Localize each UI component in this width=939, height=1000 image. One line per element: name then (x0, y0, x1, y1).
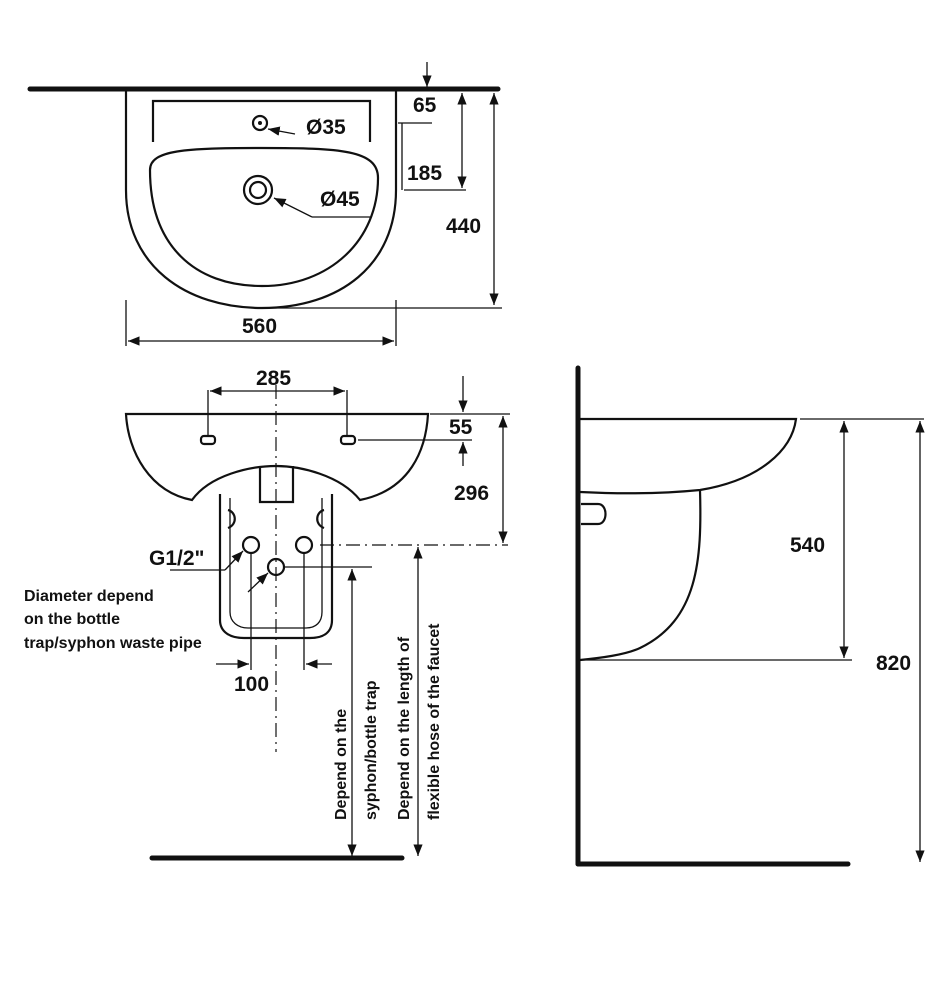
overflow-slot-right (339, 434, 357, 446)
front-view: 285 55 296 G1/2" Diameter depend on the … (24, 367, 510, 861)
dim-440-label: 440 (446, 215, 481, 238)
hose-note-line2: flexible hose of the faucet (426, 623, 443, 820)
trap-note-line1: Depend on the (333, 709, 350, 820)
basin-outline (124, 91, 398, 310)
waste-outlet (266, 557, 286, 577)
dim-100-label: 100 (234, 673, 269, 696)
tap-block (258, 466, 295, 504)
supply-right (294, 535, 314, 555)
basin-bowl (148, 146, 380, 288)
dim-285-label: 285 (256, 367, 291, 390)
dim-820-label: 820 (876, 652, 911, 675)
waste-outlet-outer (242, 174, 274, 206)
waste-hole-label: Ø45 (320, 188, 360, 211)
side-basin-outline (579, 417, 798, 495)
diameter-note-line3: trap/syphon waste pipe (24, 635, 202, 652)
thread-label: G1/2" (149, 547, 204, 570)
pedestal-bracket-left (227, 508, 236, 530)
hose-note-line1: Depend on the length of (396, 636, 413, 820)
pedestal-inner (229, 498, 323, 629)
top-view: Ø35 Ø45 560 440 65 185 (27, 62, 502, 346)
leader-thread (224, 550, 244, 571)
pedestal-bracket-right (316, 508, 325, 530)
basin-back-ledge (151, 99, 372, 142)
diameter-note-line2: on the bottle (24, 611, 120, 628)
pedestal-outline (218, 494, 334, 640)
overflow-slot-left (199, 434, 217, 446)
tap-hole (251, 114, 269, 132)
front-basin-outline (124, 412, 430, 502)
tap-hole-label: Ø35 (306, 116, 346, 139)
side-trap (581, 502, 607, 526)
dim-540-label: 540 (790, 534, 825, 557)
leader-tap (267, 126, 296, 136)
waste-outlet-inner (248, 180, 268, 200)
side-pedestal-outline (579, 489, 702, 662)
dim-560-label: 560 (242, 315, 277, 338)
dim-185-label: 185 (407, 162, 442, 185)
side-view: 540 820 (575, 365, 925, 867)
diameter-note-line1: Diameter depend (24, 588, 154, 605)
tap-hole-center (258, 121, 262, 125)
dim-296-label: 296 (454, 482, 489, 505)
leader-waste (273, 197, 313, 218)
trap-note-line2: syphon/bottle trap (363, 680, 380, 820)
dim-55-label: 55 (449, 416, 473, 439)
supply-left (241, 535, 261, 555)
dim-65-label: 65 (413, 94, 437, 117)
